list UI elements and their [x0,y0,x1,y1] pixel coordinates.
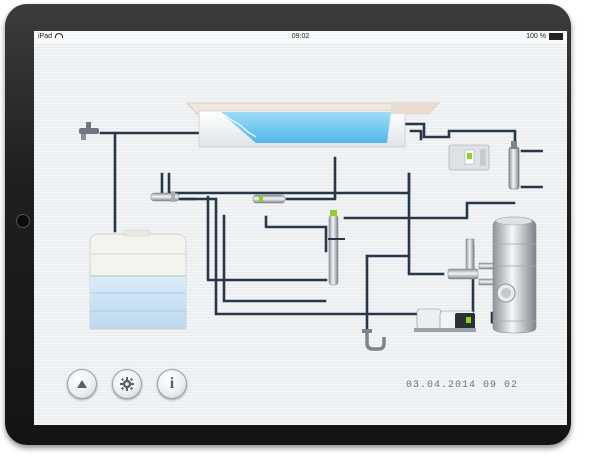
pipe-inner-loop-right [407,172,445,276]
pipe-filter-to-uv [343,201,516,220]
gear-icon [120,377,134,391]
info-button[interactable]: i [157,369,187,399]
info-icon: i [169,375,175,392]
settings-button[interactable] [112,369,142,399]
battery-icon [549,33,563,40]
date-time-readout: 03.04.2014 09 02 [406,380,519,391]
clock: 09:02 [291,33,310,40]
drain-trap-icon [362,329,386,351]
control-unit[interactable] [448,144,490,171]
status-bar: iPad 09:02 100 % [34,31,567,43]
flow-sensor-right[interactable] [252,194,286,204]
pipe-pool-right-inner [409,129,423,141]
pipe-sensor-line [264,215,328,253]
screen: iPad 09:02 100 % [34,31,567,425]
flow-sensor-left[interactable] [150,192,180,202]
pipe-tap-to-tank [99,131,117,233]
water-tap-icon[interactable] [79,122,99,140]
up-button[interactable] [67,369,97,399]
sand-filter[interactable] [492,216,537,334]
pipe-mid-loop [222,214,328,303]
dosing-cylinder[interactable] [508,141,520,190]
battery-percent: 100 % [526,33,546,40]
uv-lamp-unit[interactable] [328,210,345,286]
device-name: iPad [38,33,53,40]
pipe-pool-drain [285,156,337,201]
tablet-frame: iPad 09:02 100 % [5,4,571,445]
pipe-pool-right-top [403,122,517,149]
multiport-valve[interactable] [447,238,494,286]
pool-system-diagram [79,102,544,351]
home-button[interactable] [16,214,30,228]
triangle-up-icon [77,380,87,388]
pool [186,102,440,148]
pipe-outer-loop [160,172,430,316]
pump[interactable] [414,308,476,332]
pipe-top-loop [167,172,411,195]
water-tank[interactable] [89,229,187,330]
pipe-left-loop [206,195,328,282]
wifi-icon [55,33,64,38]
